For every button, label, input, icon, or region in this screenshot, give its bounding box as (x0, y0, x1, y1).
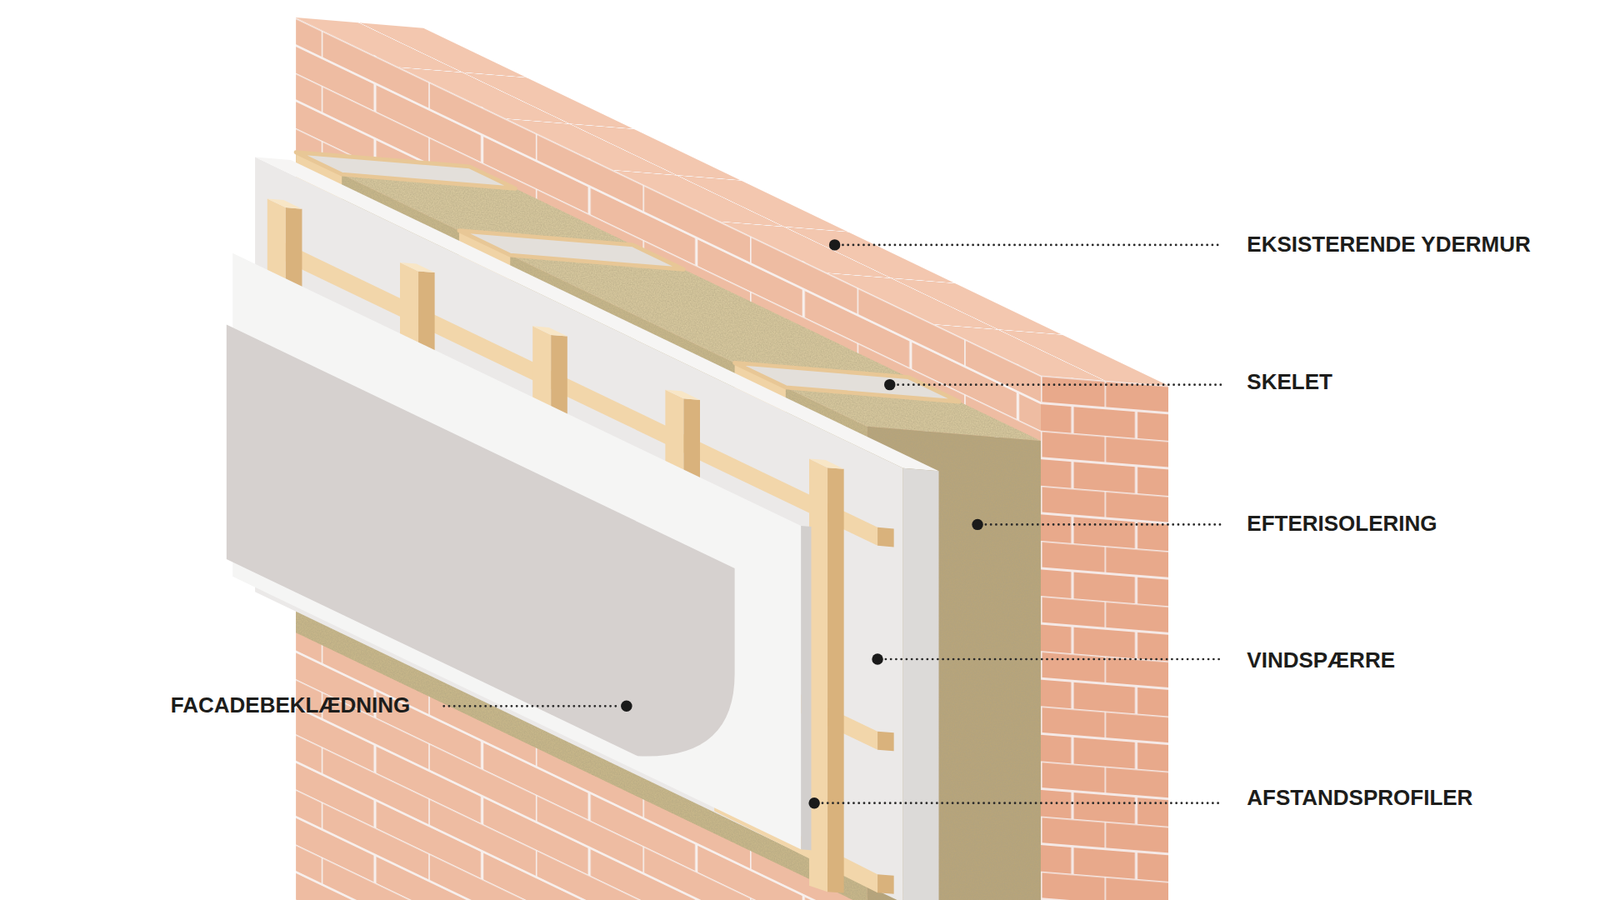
callout-label: AFSTANDSPROFILER (1246, 785, 1473, 811)
batten-end (877, 874, 895, 895)
leader-line (985, 523, 1222, 526)
leader-dot (829, 239, 840, 250)
callout-label: SKELET (1246, 370, 1333, 395)
leader-dot (808, 797, 820, 809)
facade-cladding (226, 253, 812, 851)
brick-end (1040, 375, 1169, 900)
batten-end (877, 731, 895, 752)
leader-line (444, 705, 619, 708)
leader-line (898, 383, 1222, 386)
leader-line (842, 244, 1221, 247)
leader-dot (971, 519, 983, 530)
batten-front (809, 459, 828, 893)
leader-dot (620, 700, 632, 712)
batten-side (827, 467, 845, 893)
leader-dot (884, 379, 895, 390)
batten-top (809, 459, 845, 470)
callout-label: FACADEBEKLÆDNING (170, 693, 410, 719)
barrier-end (903, 468, 940, 900)
callout-label: EFTERISOLERING (1246, 511, 1437, 537)
facade-panel (226, 324, 735, 756)
batten-top (400, 262, 435, 273)
leader-lines (444, 245, 1222, 804)
leader-dot (871, 653, 883, 665)
callout-label: VINDSPÆRRE (1246, 649, 1395, 675)
leader-dots (620, 239, 984, 809)
leader-line (822, 801, 1222, 805)
batten-top (267, 199, 303, 210)
batten-end (877, 527, 895, 548)
batten-top (532, 325, 568, 336)
callout-label: EKSISTERENDE YDERMUR (1246, 232, 1530, 258)
batten-top (665, 390, 700, 400)
leader-line (885, 658, 1222, 661)
